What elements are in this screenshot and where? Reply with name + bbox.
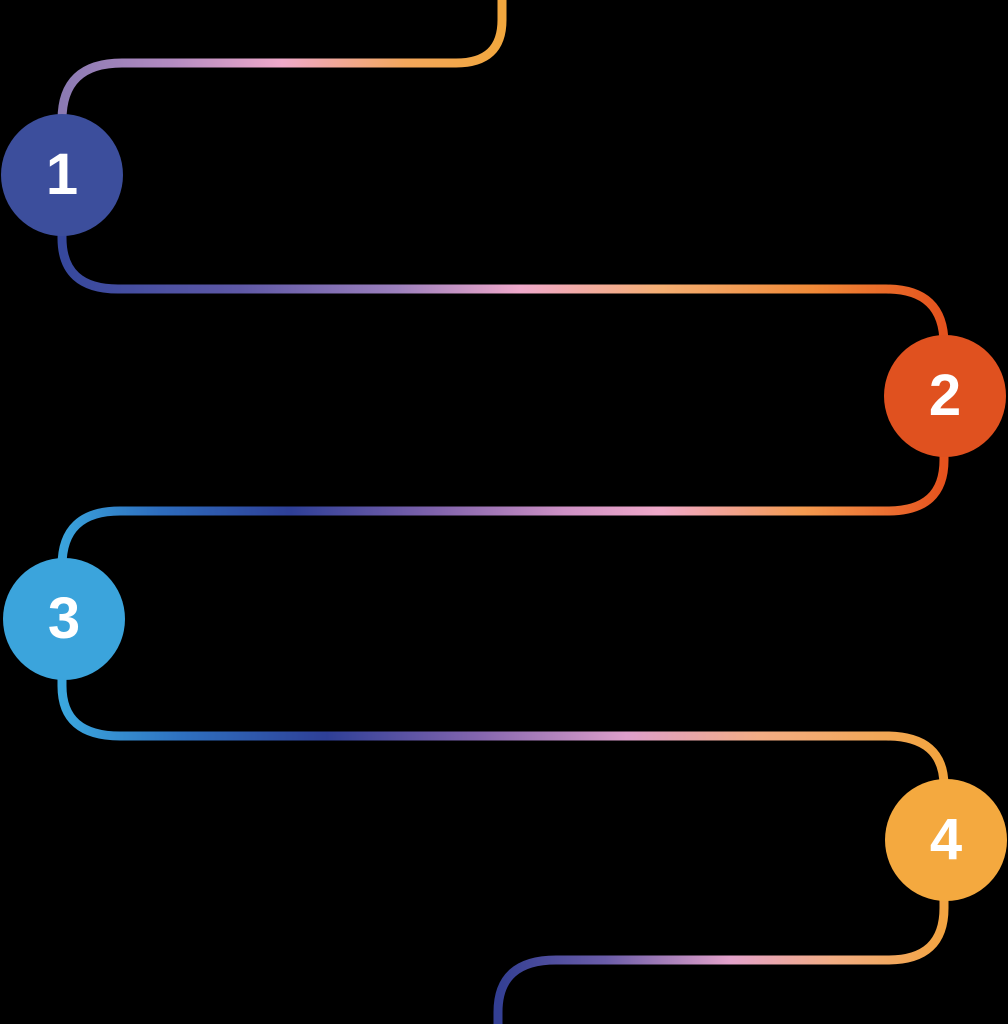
step-number-4: 4 xyxy=(929,807,963,872)
step-number-1: 1 xyxy=(45,142,79,207)
step-circle-4: 4 xyxy=(885,779,1007,901)
step-circle-3: 3 xyxy=(3,558,125,680)
step-number-2: 2 xyxy=(928,363,962,428)
connector-step1-step2 xyxy=(57,218,949,345)
step-circle-1: 1 xyxy=(1,114,123,236)
connector-step3-step4 xyxy=(57,668,949,787)
step-circle-2: 2 xyxy=(884,335,1006,457)
connector-top-entry xyxy=(57,0,507,132)
connector-step2-step3 xyxy=(57,448,949,567)
connector-bottom-exit xyxy=(493,893,949,1024)
step-number-3: 3 xyxy=(47,586,81,651)
